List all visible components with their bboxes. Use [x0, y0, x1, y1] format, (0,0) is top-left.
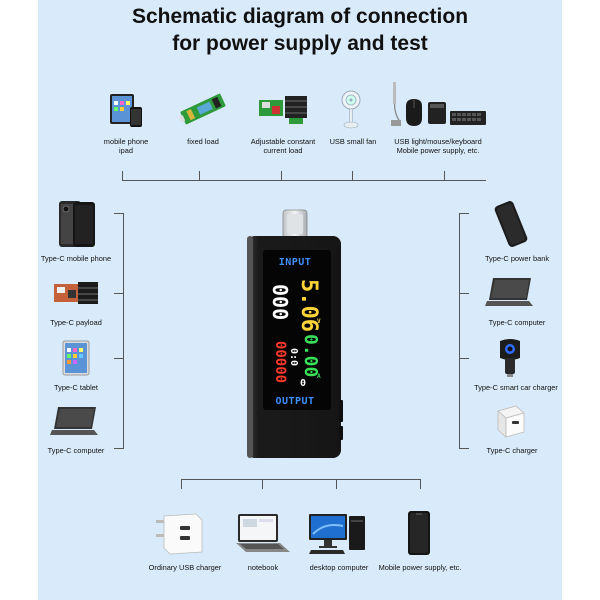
bottom-connector-line: [181, 479, 421, 480]
left-connector-tick: [114, 448, 124, 449]
small-reading: 0: [300, 378, 307, 389]
right-device-label-1: Type-C power bank: [484, 254, 550, 263]
right-connector-tick: [459, 448, 469, 449]
top-device-label-2: fixed load: [187, 137, 219, 146]
left-connector-line: [123, 213, 124, 449]
top-connector-tick: [281, 171, 282, 181]
adjustable-load-board-icon: [259, 96, 307, 124]
laptop-icon: [50, 407, 98, 435]
usb-fan-icon: [341, 90, 361, 129]
top-connector-tick: [122, 171, 123, 181]
bottom-connector-tick: [181, 479, 182, 489]
left-device-label-2: Type-C payload: [50, 318, 102, 327]
right-connector-tick: [459, 358, 469, 359]
laptop-icon: [485, 278, 533, 306]
output-label: OUTPUT: [275, 396, 315, 407]
usb-charger-icon: [156, 513, 203, 555]
usb-tester-body: [247, 209, 343, 458]
phone-tablet-icon: [110, 94, 142, 127]
input-label: INPUT: [278, 257, 312, 268]
right-connector-tick: [459, 293, 469, 294]
desktop-computer-icon: [309, 514, 365, 554]
usb-peripherals-icon: [391, 82, 486, 126]
current-unit: A: [317, 373, 321, 380]
top-connector-line: [122, 180, 486, 181]
mobile-power-icon: [408, 511, 430, 555]
bottom-device-label-3: desktop computer: [309, 563, 369, 572]
diagram-title-line-1: Schematic diagram of connection: [131, 5, 469, 28]
left-device-label-3: Type-C tablet: [54, 383, 98, 392]
right-device-label-4: Type-C charger: [486, 446, 538, 455]
current-reading: 0.00: [300, 334, 321, 378]
notebook-icon: [236, 514, 290, 552]
left-device-label-1: Type-C mobile phone: [40, 254, 112, 263]
right-device-label-2: Type-C computer: [488, 318, 546, 327]
power-bank-icon: [494, 201, 528, 247]
left-connector-tick: [114, 213, 124, 214]
left-connector-tick: [114, 358, 124, 359]
bottom-connector-tick: [262, 479, 263, 489]
top-connector-tick: [352, 171, 353, 181]
left-device-label-4: Type-C computer: [47, 446, 105, 455]
voltage-reading: 5.06: [296, 279, 321, 332]
bottom-device-label-4: Mobile power supply, etc.: [378, 563, 462, 572]
right-device-label-3: Type-C smart car charger: [474, 383, 558, 392]
bottom-connector-tick: [336, 479, 337, 489]
tablet-icon: [62, 340, 90, 376]
left-connector-tick: [114, 293, 124, 294]
diagram-title-line-2: for power supply and test: [172, 32, 428, 55]
load-board-icon: [54, 282, 98, 304]
car-charger-icon: [500, 339, 520, 377]
bottom-device-label-1: Ordinary USB charger: [148, 563, 222, 572]
voltage-unit: V: [317, 318, 321, 325]
top-connector-tick: [444, 171, 445, 181]
fixed-load-board-icon: [179, 93, 226, 125]
bottom-connector-tick: [420, 479, 421, 489]
right-connector-line: [459, 213, 460, 449]
top-connector-tick: [199, 171, 200, 181]
bottom-device-label-2: notebook: [247, 563, 279, 572]
top-device-label-4: USB small fan: [329, 137, 377, 146]
smartphone-icon: [59, 201, 95, 247]
charger-icon: [497, 405, 525, 438]
right-connector-tick: [459, 213, 469, 214]
